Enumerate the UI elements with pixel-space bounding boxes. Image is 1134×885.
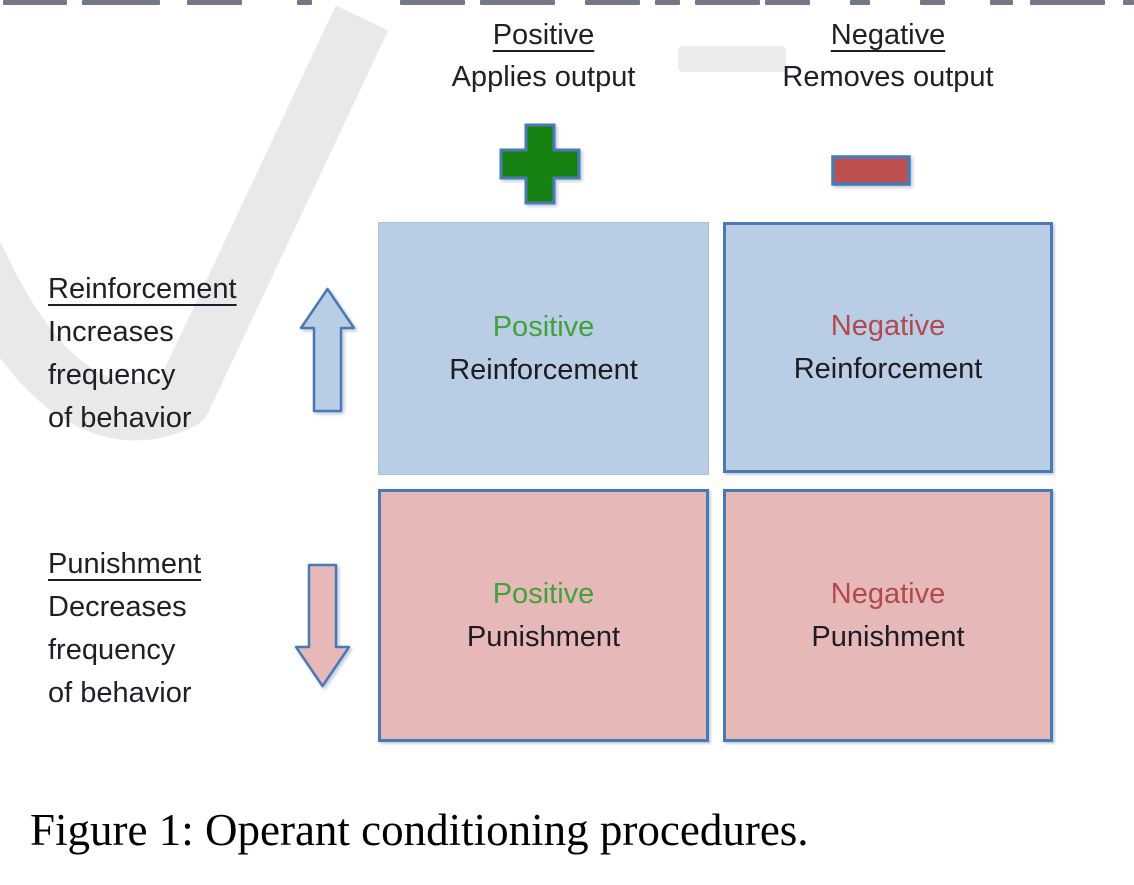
- figure-caption: Figure 1: Operant conditioning procedure…: [30, 805, 809, 855]
- row-line: of behavior: [48, 402, 192, 434]
- down-arrow-icon: [294, 563, 351, 688]
- row-line: of behavior: [48, 677, 192, 709]
- cropped-text-fragment: [1030, 0, 1105, 5]
- cell-line-positive: Positive: [492, 577, 595, 610]
- cell-line-reinforcement: Reinforcement: [793, 352, 983, 385]
- cell-line-positive: Positive: [492, 310, 595, 343]
- plus-icon: [499, 123, 581, 205]
- column-header-positive: Positive Applies output: [378, 14, 709, 98]
- row-title-punishment: Punishment: [48, 548, 202, 580]
- cropped-text-fragment: [850, 0, 870, 5]
- column-subtitle-negative: Removes output: [782, 61, 994, 93]
- cell-line-negative: Negative: [830, 577, 946, 610]
- up-arrow-icon: [299, 287, 356, 413]
- cropped-text-fragment: [480, 0, 555, 5]
- row-line: Increases: [48, 316, 174, 348]
- cropped-text-fragment: [3, 0, 67, 5]
- cropped-text-fragment: [990, 0, 1013, 5]
- minus-icon: [831, 155, 911, 186]
- row-title-reinforcement: Reinforcement: [48, 273, 237, 305]
- row-line: frequency: [48, 634, 176, 666]
- column-title-positive: Positive: [492, 19, 595, 51]
- row-label-punishment: Punishment Decreases frequency of behavi…: [48, 543, 201, 715]
- cropped-text-fragment: [1123, 0, 1134, 5]
- cropped-text-fragment: [765, 0, 810, 5]
- column-title-negative: Negative: [830, 19, 946, 51]
- cell-negative-punishment: Negative Punishment: [723, 489, 1053, 742]
- cropped-text-fragment: [695, 0, 760, 5]
- column-subtitle-positive: Applies output: [451, 61, 636, 93]
- cropped-text-fragment: [585, 0, 640, 5]
- cropped-text-fragment: [400, 0, 465, 5]
- row-label-reinforcement: Reinforcement Increases frequency of beh…: [48, 268, 237, 440]
- cell-negative-reinforcement: Negative Reinforcement: [723, 222, 1053, 473]
- column-header-negative: Negative Removes output: [723, 14, 1053, 98]
- cropped-text-fragment: [920, 0, 945, 5]
- cropped-text-fragment: [82, 0, 160, 5]
- cropped-text-fragment: [297, 0, 312, 5]
- cell-positive-punishment: Positive Punishment: [378, 489, 709, 742]
- cell-positive-reinforcement: Positive Reinforcement: [378, 222, 709, 475]
- cell-line-punishment: Punishment: [466, 620, 621, 653]
- cell-line-punishment: Punishment: [811, 620, 965, 653]
- cropped-text-fragment: [655, 0, 680, 5]
- cropped-text-fragment: [187, 0, 242, 5]
- row-line: frequency: [48, 359, 176, 391]
- watermark-fragment: [678, 46, 786, 72]
- cell-line-reinforcement: Reinforcement: [449, 353, 638, 386]
- cell-line-negative: Negative: [830, 309, 946, 342]
- row-line: Decreases: [48, 591, 187, 623]
